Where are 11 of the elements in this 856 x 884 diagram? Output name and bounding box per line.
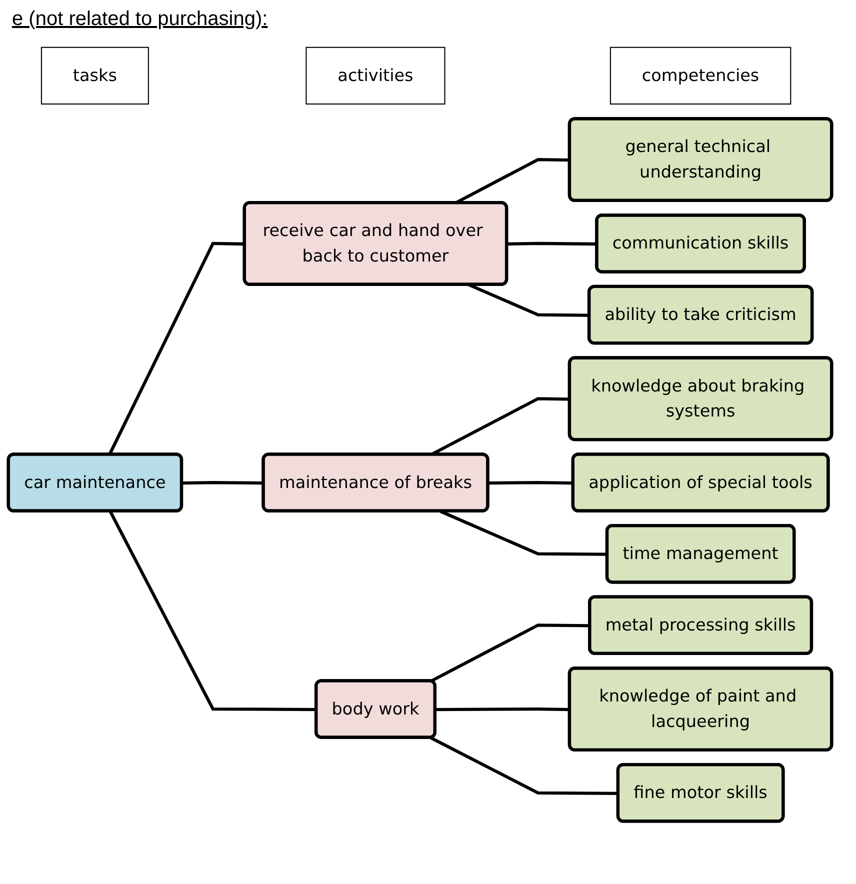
- title: e (not related to purchasing):: [12, 8, 269, 31]
- node-box: activities: [306, 46, 446, 105]
- connector: [507, 242, 598, 246]
- connector: [430, 736, 618, 795]
- connector: [182, 480, 264, 485]
- connector: [435, 707, 570, 712]
- connector: [108, 510, 317, 712]
- node-box: tasks: [40, 46, 149, 105]
- node-box: competencies: [610, 46, 792, 105]
- connector: [430, 624, 590, 683]
- connector: [488, 480, 574, 485]
